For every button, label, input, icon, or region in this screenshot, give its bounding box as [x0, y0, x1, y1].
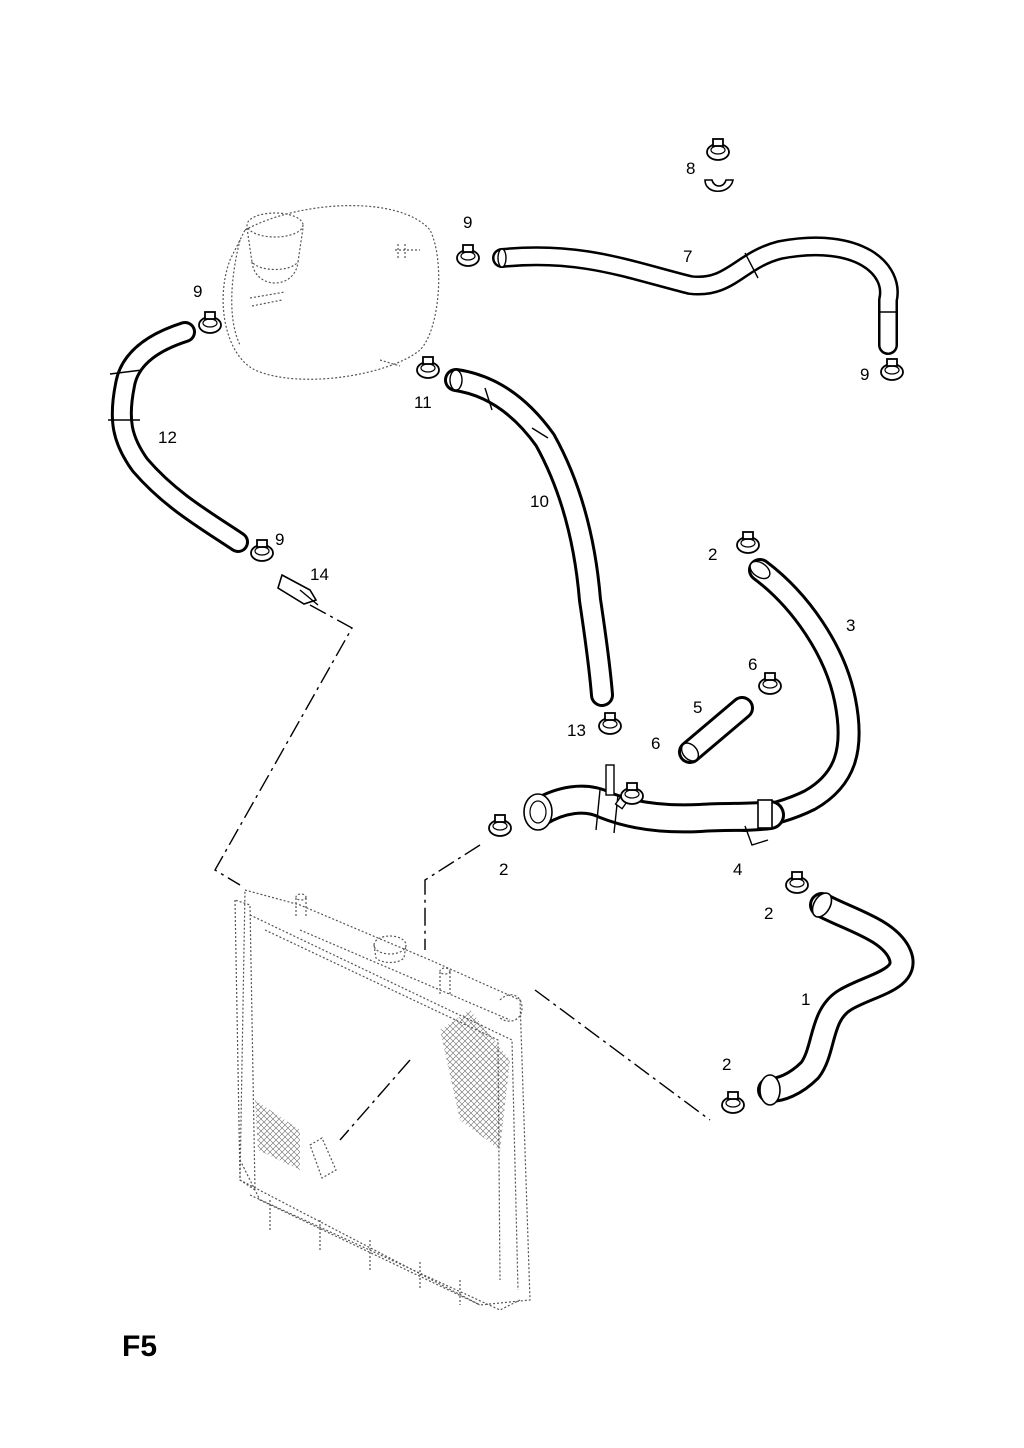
callout-6: 6 [651, 734, 660, 753]
callout-6: 6 [748, 655, 757, 674]
hose-10 [444, 368, 614, 707]
callout-7: 7 [683, 247, 692, 266]
hose-12 [108, 321, 249, 553]
hose-5 [678, 696, 754, 764]
callout-2: 2 [499, 860, 508, 879]
callout-3: 3 [846, 616, 855, 635]
callout-9: 9 [275, 530, 284, 549]
hose-clamps [198, 138, 904, 1114]
callout-5: 5 [693, 698, 702, 717]
callout-9: 9 [860, 365, 869, 384]
callout-2: 2 [722, 1055, 731, 1074]
callout-2: 2 [764, 904, 773, 923]
callout-11: 11 [414, 393, 432, 412]
expansion-tank [222, 205, 440, 380]
callout-1: 1 [801, 990, 810, 1009]
callout-labels: 7 8 9 9 9 11 12 10 9 14 2 3 6 5 13 6 2 4… [158, 159, 869, 1074]
callout-9: 9 [463, 213, 472, 232]
hose-3 [733, 558, 861, 832]
callout-14: 14 [310, 565, 329, 584]
callout-8: 8 [686, 159, 695, 178]
callout-13: 13 [567, 721, 586, 740]
page-code: F5 [122, 1330, 157, 1363]
hose-1 [757, 892, 915, 1106]
callout-9: 9 [193, 282, 202, 301]
hose-assembly-lower [523, 764, 785, 846]
callout-10: 10 [530, 492, 549, 511]
callout-2: 2 [708, 545, 717, 564]
callout-4: 4 [733, 860, 742, 879]
hose-7 [492, 236, 899, 355]
leader-lines [214, 604, 711, 1141]
callout-12: 12 [158, 428, 177, 447]
radiator [234, 889, 531, 1311]
